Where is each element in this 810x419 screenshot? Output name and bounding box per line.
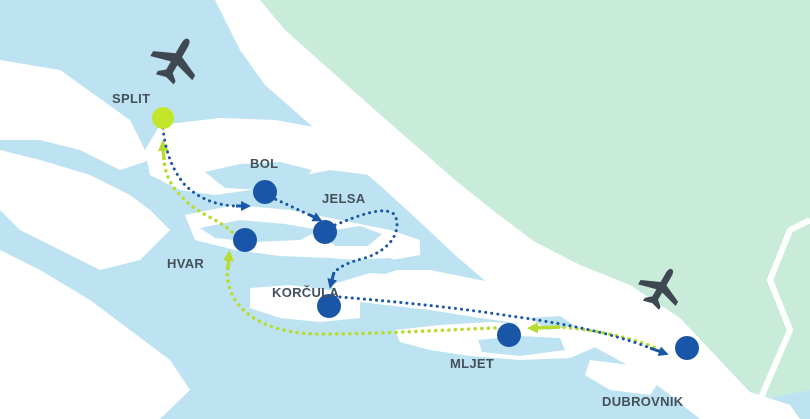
island-solta <box>0 60 150 170</box>
outbound-route-korcula-mljet <box>338 295 652 350</box>
island-elafiti <box>585 360 660 395</box>
label-dubrovnik: DUBROVNIK <box>602 394 684 409</box>
label-jelsa: JELSA <box>322 191 366 206</box>
stop-split[interactable] <box>152 107 174 129</box>
bay-korcula <box>272 340 305 356</box>
outbound-arrow-dubrovnik <box>649 346 669 357</box>
label-split: SPLIT <box>112 91 151 106</box>
return-arrow-hvar <box>223 250 235 271</box>
outbound-route-split-bol <box>161 126 237 208</box>
stop-bol[interactable] <box>253 180 277 204</box>
island-brac <box>145 118 395 195</box>
return-arrow-split <box>157 140 169 161</box>
country-border <box>757 217 810 402</box>
outbound-route-jelsa-korcula <box>331 209 399 277</box>
coastline <box>215 0 800 419</box>
label-mljet: MLJET <box>450 356 495 371</box>
stop-hvar[interactable] <box>233 228 257 252</box>
stop-jelsa[interactable] <box>313 220 337 244</box>
return-arrow-mljet <box>527 322 561 334</box>
stop-korcula[interactable] <box>317 294 341 318</box>
label-korcula: KORČULA <box>272 285 340 300</box>
stop-dubrovnik[interactable] <box>675 336 699 360</box>
bay-hvar <box>200 220 320 242</box>
island-lastovo <box>0 250 190 419</box>
return-route-mljet-korcula <box>225 263 497 336</box>
label-hvar: HVAR <box>167 256 205 271</box>
outbound-arrow-jelsa <box>309 212 323 222</box>
mainland <box>235 0 810 400</box>
outbound-route-bol-jelsa <box>268 195 314 218</box>
peljesac-peninsula <box>330 270 600 330</box>
outbound-arrow-korcula <box>327 271 338 289</box>
island-vis <box>0 150 170 270</box>
label-bol: BOL <box>250 156 279 171</box>
bay-korcula-north <box>350 258 410 274</box>
bay-brac <box>205 162 312 190</box>
stop-mljet[interactable] <box>497 323 521 347</box>
